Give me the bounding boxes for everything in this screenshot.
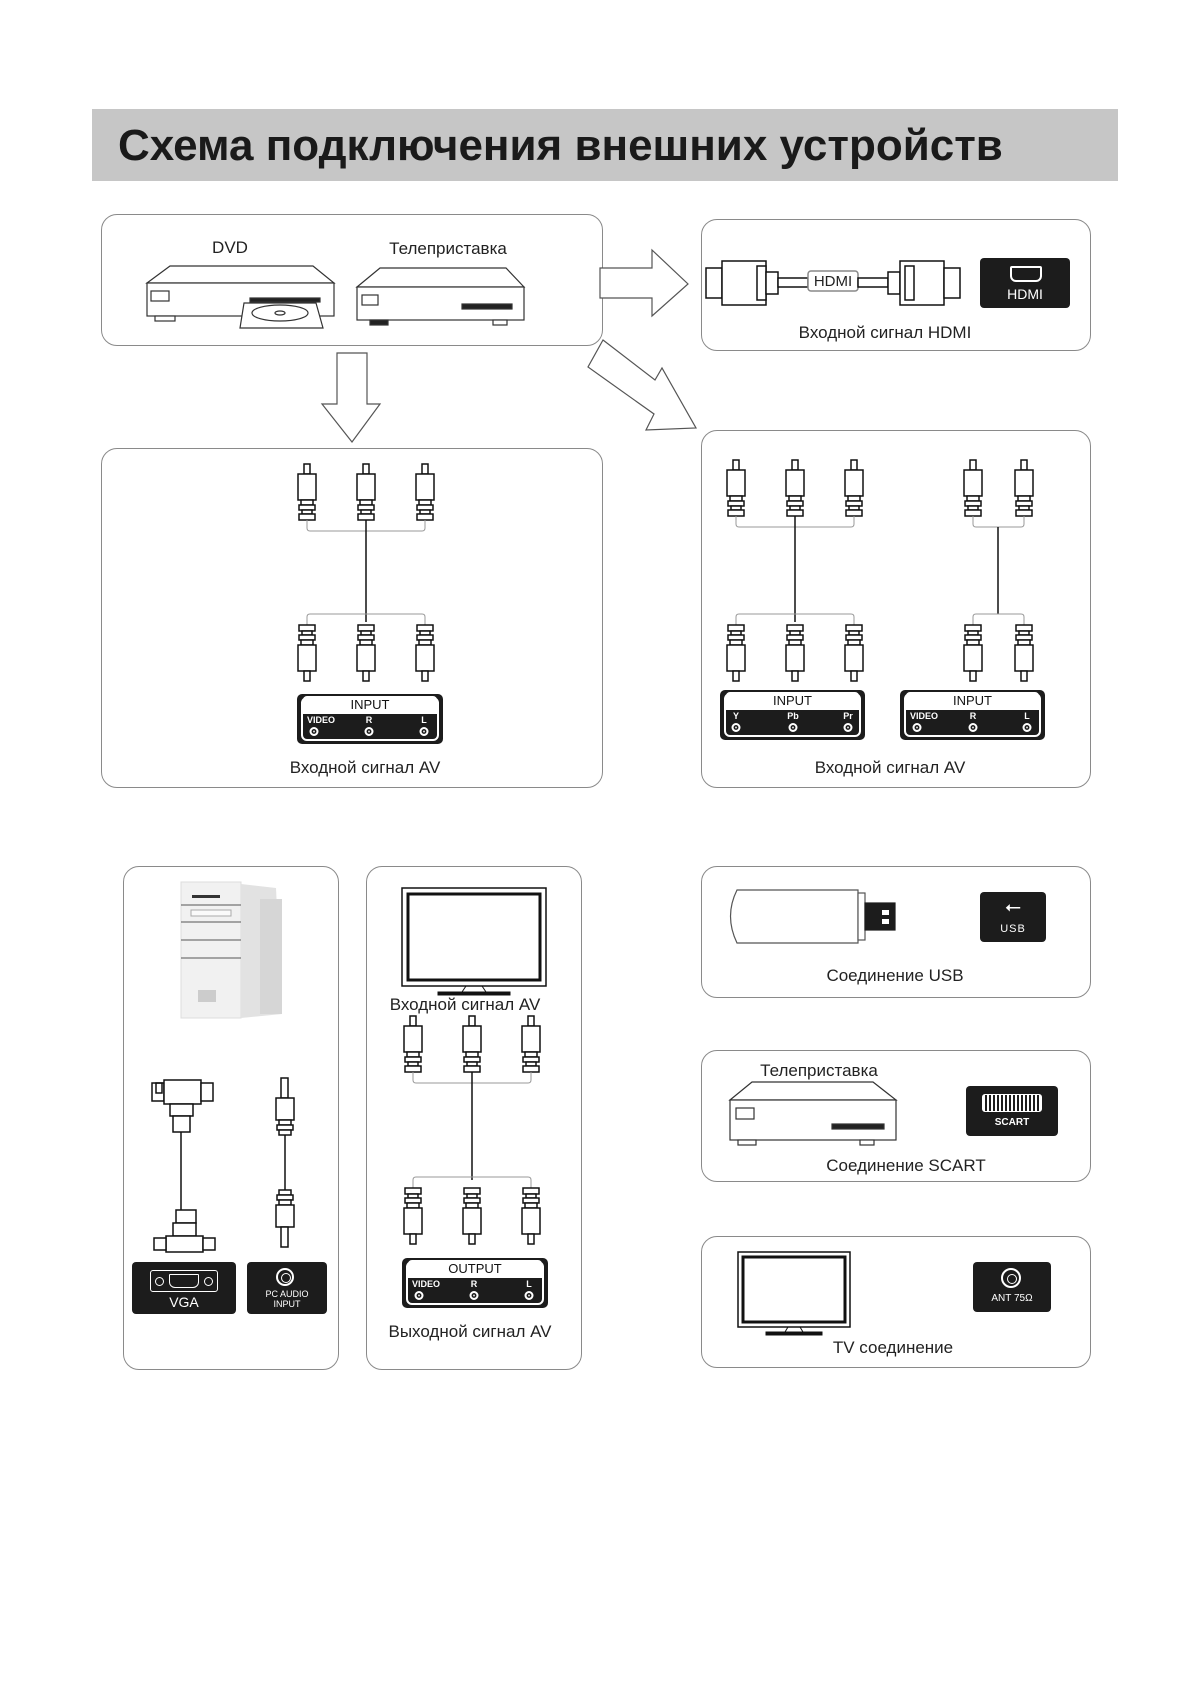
scart-port: SCART bbox=[966, 1086, 1058, 1136]
usb-caption: Соединение USB bbox=[826, 966, 964, 985]
hdmi-cable-icon bbox=[705, 260, 961, 306]
hdmi-port-label: HDMI bbox=[1007, 286, 1043, 302]
jack-label-video: VIDEO bbox=[411, 1279, 441, 1289]
video-jack bbox=[414, 1291, 424, 1300]
scart-caption: Соединение SCART bbox=[826, 1156, 986, 1175]
jack-label-l: L bbox=[526, 1279, 532, 1289]
stereo-cable bbox=[963, 459, 1034, 682]
component-cable bbox=[726, 459, 864, 682]
r-jack bbox=[469, 1291, 479, 1300]
av-output-port: OUTPUT VIDEO R L bbox=[402, 1258, 548, 1308]
usb-stick-icon bbox=[729, 889, 896, 944]
component-input-port: INPUT Y Pb Pr bbox=[720, 690, 865, 740]
vga-port: VGA bbox=[132, 1262, 236, 1314]
audio-cable-icon bbox=[275, 1077, 295, 1248]
port-header: INPUT bbox=[303, 696, 437, 714]
jack-label-y: Y bbox=[732, 711, 740, 721]
video-jack bbox=[309, 727, 319, 736]
tv-caption: TV соединение bbox=[832, 1338, 954, 1357]
pc-tower-icon bbox=[180, 881, 282, 1019]
antenna-port-label: ANT 75Ω bbox=[991, 1293, 1033, 1304]
antenna-jack-icon bbox=[1001, 1268, 1021, 1288]
jack-label-video: VIDEO bbox=[909, 711, 939, 721]
port-header: OUTPUT bbox=[408, 1260, 542, 1278]
port-header: INPUT bbox=[906, 692, 1039, 710]
scart-device-label: Телеприставка bbox=[760, 1061, 878, 1080]
jack-label-video: VIDEO bbox=[306, 715, 336, 725]
hdmi-cable-label: HDMI bbox=[813, 273, 853, 290]
l-jack bbox=[1022, 723, 1032, 732]
arrow-diagonal bbox=[587, 339, 698, 431]
antenna-port: ANT 75Ω bbox=[973, 1262, 1051, 1312]
arrow-right bbox=[599, 248, 689, 318]
usb-port: ⭠ USB bbox=[980, 892, 1046, 942]
vga-port-icon bbox=[150, 1270, 218, 1292]
dvd-player-icon bbox=[145, 265, 336, 329]
usb-symbol-icon: ⭠ bbox=[1005, 896, 1021, 918]
vga-cable-icon bbox=[151, 1079, 216, 1253]
l-jack bbox=[419, 727, 429, 736]
r-jack bbox=[364, 727, 374, 736]
rca-cable-left-top bbox=[297, 463, 435, 682]
audio-jack-icon bbox=[276, 1268, 294, 1286]
scart-set-top-box-icon bbox=[728, 1081, 898, 1146]
page-title: Схема подключения внешних устройств bbox=[118, 121, 1003, 170]
title-bar: Схема подключения внешних устройств bbox=[92, 109, 1118, 181]
scart-port-label: SCART bbox=[994, 1117, 1030, 1128]
set-top-box-icon bbox=[355, 267, 526, 326]
r-jack bbox=[968, 723, 978, 732]
hdmi-port-icon bbox=[1010, 266, 1042, 282]
jack-label-l: L bbox=[1024, 711, 1030, 721]
hdmi-port: HDMI bbox=[980, 258, 1070, 308]
av-out-caption: Выходной сигнал AV bbox=[388, 1322, 552, 1341]
pc-audio-port: PC AUDIO INPUT bbox=[247, 1262, 327, 1314]
av-right-caption: Входной сигнал AV bbox=[814, 758, 966, 777]
jack-label-r: R bbox=[470, 1279, 478, 1289]
video-jack bbox=[912, 723, 922, 732]
jack-label-pb: Pb bbox=[787, 711, 799, 721]
pb-jack bbox=[788, 723, 798, 732]
jack-label-r: R bbox=[365, 715, 373, 725]
av-input-port-right: INPUT VIDEO R L bbox=[900, 690, 1045, 740]
scart-connector-icon bbox=[982, 1094, 1042, 1112]
av-out-top-caption: Входной сигнал AV bbox=[389, 995, 541, 1014]
pr-jack bbox=[843, 723, 853, 732]
tv-monitor-icon bbox=[737, 1251, 851, 1336]
av-input-port-left: INPUT VIDEO R L bbox=[297, 694, 443, 744]
hdmi-caption: Входной сигнал HDMI bbox=[798, 323, 972, 342]
jack-label-l: L bbox=[421, 715, 427, 725]
l-jack bbox=[524, 1291, 534, 1300]
dvd-label: DVD bbox=[212, 238, 248, 257]
y-jack bbox=[731, 723, 741, 732]
jack-label-r: R bbox=[969, 711, 977, 721]
rca-cable-av-output bbox=[403, 1015, 541, 1245]
usb-port-label: USB bbox=[1000, 923, 1026, 935]
pc-audio-label: PC AUDIO INPUT bbox=[265, 1289, 309, 1309]
tv-monitor-icon-av bbox=[401, 887, 547, 996]
jack-label-pr: Pr bbox=[843, 711, 853, 721]
arrow-down bbox=[320, 352, 382, 443]
port-header: INPUT bbox=[726, 692, 859, 710]
set-top-box-label: Телеприставка bbox=[389, 239, 507, 258]
vga-port-label: VGA bbox=[169, 1294, 199, 1310]
av-left-caption: Входной сигнал AV bbox=[289, 758, 441, 777]
